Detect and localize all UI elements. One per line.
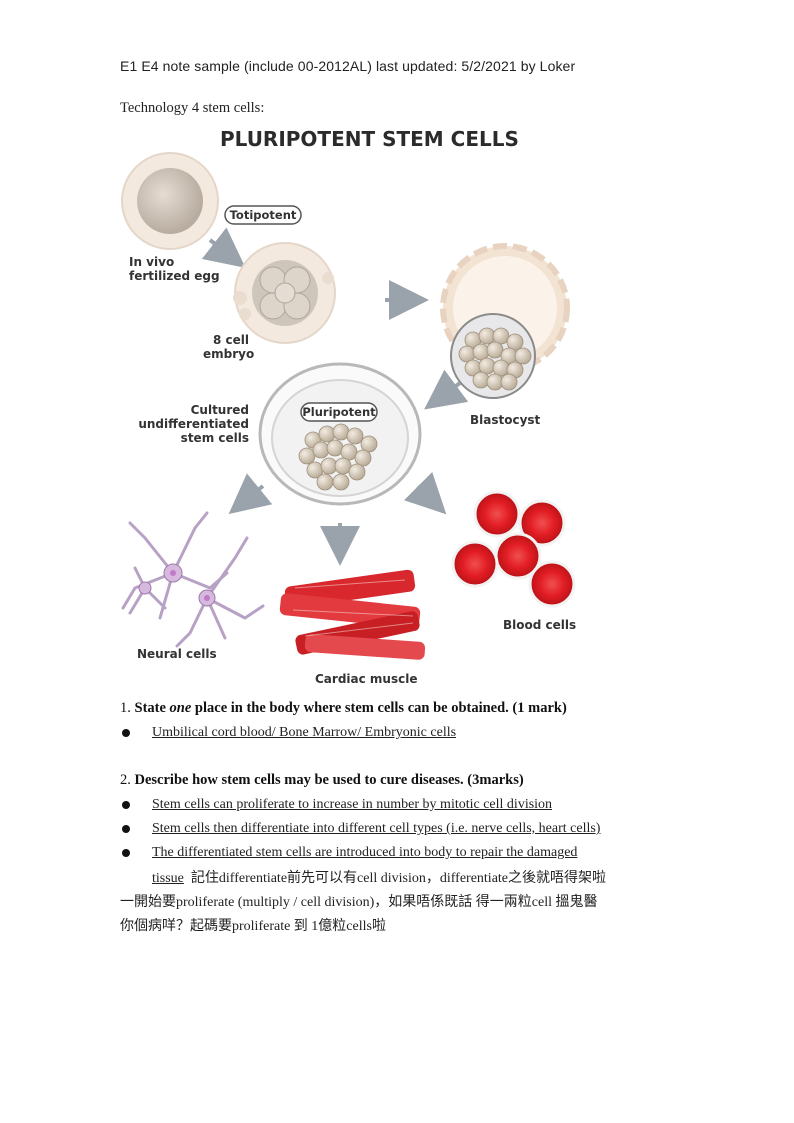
q2-number: 2. xyxy=(120,772,131,788)
teacher-note-1: 記住differentiate前先可以有cell division，differ… xyxy=(190,871,607,886)
label-stem-cells: stem cells xyxy=(181,431,249,445)
label-in-vivo: In vivo xyxy=(129,255,174,269)
label-pluripotent: Pluripotent xyxy=(302,405,376,419)
bullet-icon xyxy=(122,729,130,737)
label-blastocyst: Blastocyst xyxy=(470,413,541,427)
label-undifferentiated: undifferentiated xyxy=(138,417,249,431)
q2-answer-1: Stem cells can proliferate to increase i… xyxy=(152,797,553,812)
q2-answer-item: Stem cells can proliferate to increase i… xyxy=(120,797,552,813)
bullet-icon xyxy=(122,849,130,857)
q1-answer-item: Umbilical cord blood/ Bone Marrow/ Embry… xyxy=(120,725,456,741)
q2-answer-2: Stem cells then differentiate into diffe… xyxy=(152,821,601,836)
figure-title: PLURIPOTENT STEM CELLS xyxy=(220,127,519,151)
question-1: 1. State one place in the body where ste… xyxy=(120,700,567,717)
q1-answer: Umbilical cord blood/ Bone Marrow/ Embry… xyxy=(152,725,457,740)
q1-text-em: one xyxy=(169,700,192,716)
q1-text-a: State xyxy=(134,700,166,716)
q2-text: Describe how stem cells may be used to c… xyxy=(134,772,524,788)
q2-answer-3-tail: tissue xyxy=(152,871,184,886)
label-fertilized-egg: fertilized egg xyxy=(129,269,220,283)
teacher-note-2: 一開始要proliferate (multiply / cell divisio… xyxy=(120,895,598,910)
question-2: 2. Describe how stem cells may be used t… xyxy=(120,772,524,789)
label-totipotent: Totipotent xyxy=(230,208,297,222)
label-embryo: embryo xyxy=(203,347,254,361)
page-header: E1 E4 note sample (include 00-2012AL) la… xyxy=(120,58,576,74)
petri-dish xyxy=(258,362,422,506)
label-blood-cells: Blood cells xyxy=(503,618,576,632)
topic-title: Technology 4 stem cells: xyxy=(120,100,265,116)
neural-cell-bodies xyxy=(138,563,216,607)
q2-answer-3: The differentiated stem cells are introd… xyxy=(152,845,578,860)
neural-cells-illustration xyxy=(121,511,265,648)
bullet-icon xyxy=(122,801,130,809)
fertilized-egg xyxy=(121,152,219,250)
label-cardiac-muscle: Cardiac muscle xyxy=(315,672,417,686)
q1-number: 1. xyxy=(120,700,131,716)
eight-cell-embryo xyxy=(233,242,336,344)
q2-answer-3-continuation: tissue 記住differentiate前先可以有cell division… xyxy=(152,867,606,887)
label-neural-cells: Neural cells xyxy=(137,647,217,661)
label-8-cell: 8 cell xyxy=(213,333,249,347)
label-cultured: Cultured xyxy=(191,403,249,417)
blastocyst xyxy=(440,243,570,399)
q1-text-b: place in the body where stem cells can b… xyxy=(194,700,567,716)
stem-cell-diagram: PLURIPOTENT STEM CELLS In vivo fertilize… xyxy=(115,118,595,693)
teacher-note-3: 你個病咩？起碼要proliferate 到 1億粒cells啦 xyxy=(120,919,386,934)
bullet-icon xyxy=(122,825,130,833)
q2-answer-item: The differentiated stem cells are introd… xyxy=(120,845,577,861)
q2-answer-item: Stem cells then differentiate into diffe… xyxy=(120,821,600,837)
blood-cells-illustration xyxy=(451,490,576,608)
cardiac-muscle-illustration xyxy=(279,569,426,660)
